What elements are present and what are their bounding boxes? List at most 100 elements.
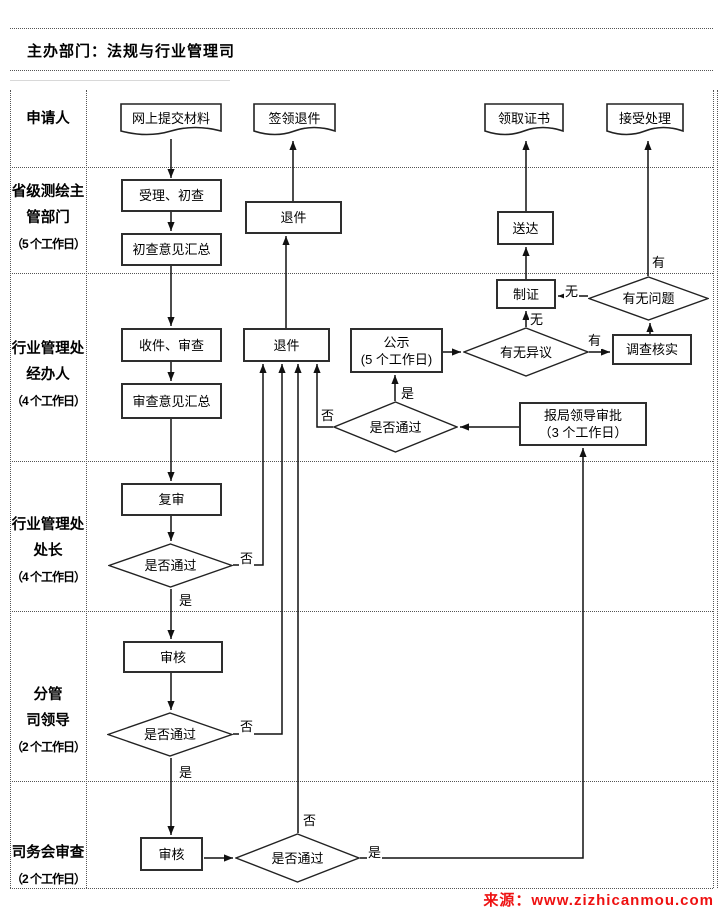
- node-label: 有无异议: [499, 344, 552, 360]
- edge-label-yes: 是: [178, 590, 194, 609]
- node-label: 制证: [512, 286, 539, 302]
- source-note: 来源：www.zizhicanmou.com: [483, 889, 714, 910]
- lane-text: 管部门: [26, 210, 70, 226]
- edge-label-yes: 是: [367, 842, 383, 861]
- edge-label-has: 有: [651, 252, 667, 271]
- node-label: 调查核实: [625, 342, 678, 357]
- node-label: 是否通过: [144, 558, 197, 573]
- node-pass-chief: 是否通过: [108, 543, 233, 588]
- lane-text: （5 个工作日）: [10, 237, 86, 251]
- lane-label-provincial: 省级测绘主 管部门 （5 个工作日）: [8, 179, 88, 257]
- lane-text: （4 个工作日）: [10, 394, 86, 408]
- lane-text: 处长: [33, 543, 63, 559]
- node-label: 签领退件: [268, 111, 321, 126]
- lane-text: 行业管理处: [11, 517, 85, 533]
- node-label: 送达: [512, 220, 539, 236]
- lane-text: 申请人: [26, 111, 70, 127]
- lane-label-applicant: 申请人: [8, 106, 88, 132]
- node-get-certificate: 领取证书: [484, 103, 564, 139]
- node-label: 公示: [383, 334, 410, 350]
- node-public-notice: 公示 (5 个工作日): [350, 328, 443, 373]
- edge-label-yes: 是: [400, 383, 416, 402]
- edge-label-none: 无: [529, 309, 545, 328]
- diamond-shape: [235, 833, 360, 883]
- node-sign-return: 签领退件: [253, 103, 336, 139]
- lane-text: 司领导: [26, 713, 70, 729]
- lane-text: 经办人: [26, 367, 70, 383]
- header-top-line: [10, 28, 713, 29]
- diamond-shape: [108, 543, 233, 588]
- lane-sep-2: [10, 273, 713, 274]
- diamond-shape: [463, 327, 589, 377]
- edge-label-no: 否: [239, 548, 255, 567]
- node-label: 审查意见汇总: [132, 393, 211, 409]
- node-label: 复审: [158, 492, 185, 507]
- node-make-certificate: 制证: [496, 279, 556, 309]
- edge-label-yes: 是: [178, 762, 194, 781]
- lane-label-dept-meeting: 司务会审查 （2 个工作日）: [8, 840, 88, 892]
- edge-label-no: 否: [239, 716, 255, 735]
- node-label: 是否通过: [271, 850, 324, 866]
- node-label: （3 个工作日）: [538, 425, 628, 440]
- node-submit-online: 网上提交材料: [120, 103, 222, 139]
- node-label: 退件: [280, 210, 307, 225]
- right-border-2: [717, 90, 718, 888]
- diamond-shape: [588, 276, 709, 321]
- lane-text: 分管: [33, 687, 63, 703]
- node-label: 审核: [158, 846, 185, 862]
- lane-sep-5: [10, 781, 713, 782]
- header-bottom-line: [10, 70, 713, 71]
- document-shape: [484, 103, 564, 136]
- node-label: 初查意见汇总: [132, 242, 211, 257]
- node-pass-meeting: 是否通过: [235, 833, 360, 883]
- node-pass-leader: 是否通过: [107, 712, 233, 757]
- node-label: 是否通过: [369, 419, 422, 435]
- right-border: [713, 90, 714, 888]
- document-shape: [606, 103, 684, 136]
- lane-label-division-handler: 行业管理处 经办人 （4 个工作日）: [8, 336, 88, 414]
- lane-label-division-chief: 行业管理处 处长 （4 个工作日）: [8, 512, 88, 590]
- lane-text: 司务会审查: [11, 845, 85, 861]
- node-review-opinion-summary: 审查意见汇总: [121, 383, 222, 419]
- node-return-provincial: 退件: [245, 201, 342, 234]
- node-receive-review: 收件、审查: [121, 328, 222, 362]
- edge-label-no: 否: [320, 405, 336, 424]
- node-label: 受理、初查: [138, 188, 204, 203]
- node-accept-initial-check: 受理、初查: [121, 179, 222, 212]
- node-label: 是否通过: [143, 727, 196, 742]
- node-recheck: 复审: [121, 483, 222, 516]
- node-label: 收件、审查: [138, 337, 204, 353]
- lane-text: （4 个工作日）: [10, 570, 86, 584]
- node-label: 有无问题: [622, 291, 675, 306]
- chart-bottom-line: [10, 888, 713, 889]
- node-accept-handling: 接受处理: [606, 103, 684, 139]
- node-audit-leader: 审核: [123, 641, 223, 673]
- node-label: 审核: [159, 649, 186, 665]
- node-return-division: 退件: [243, 328, 330, 362]
- node-label: 接受处理: [618, 111, 671, 126]
- left-border: [10, 90, 11, 888]
- edge-label-no: 否: [302, 810, 318, 829]
- edge-label-has: 有: [587, 330, 603, 349]
- node-report-bureau: 报局领导审批 （3 个工作日）: [519, 402, 647, 446]
- lane-sep-3: [10, 461, 713, 462]
- node-label: 网上提交材料: [131, 111, 210, 126]
- node-investigate-verify: 调查核实: [612, 334, 692, 365]
- label-column-line: [86, 90, 87, 888]
- faint-rule: [10, 80, 230, 81]
- node-label: (5 个工作日): [360, 351, 433, 367]
- page-title: 主办部门：法规与行业管理司: [27, 43, 236, 60]
- lane-text: （2 个工作日）: [10, 872, 86, 886]
- node-deliver: 送达: [497, 211, 554, 245]
- lane-text: 省级测绘主: [11, 184, 85, 200]
- document-shape: [253, 103, 336, 136]
- node-initial-opinion-summary: 初查意见汇总: [121, 233, 222, 266]
- lane-text: 行业管理处: [11, 341, 85, 357]
- diamond-shape: [107, 712, 233, 757]
- lane-sep-4: [10, 611, 713, 612]
- node-pass-handler: 是否通过: [333, 401, 458, 453]
- node-label: 领取证书: [497, 111, 550, 126]
- node-audit-meeting: 审核: [140, 837, 203, 871]
- node-label: 退件: [273, 337, 300, 353]
